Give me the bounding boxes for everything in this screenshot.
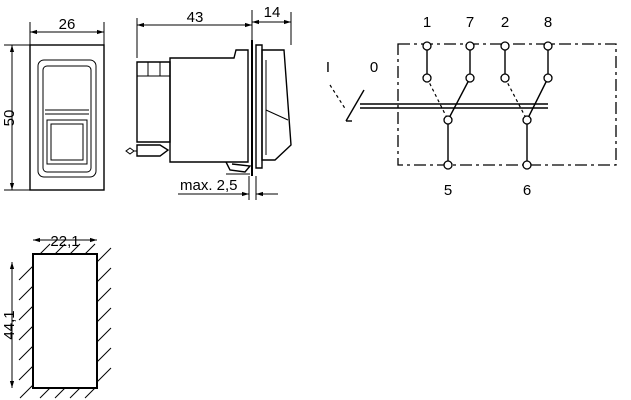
terminal-tip xyxy=(125,147,135,155)
terminal-node-8 xyxy=(543,41,553,51)
rocker-inner xyxy=(42,65,92,173)
side-rear-block xyxy=(136,61,171,143)
indicator-window xyxy=(46,119,88,165)
dimension-max-thickness: max. 2,5 xyxy=(178,176,278,200)
side-clip xyxy=(225,161,252,173)
wiring-schematic: 1 7 2 8 5 6 I 0 xyxy=(326,14,617,199)
front-housing-outline xyxy=(29,44,105,191)
dimension-side-front: 14 xyxy=(252,4,292,45)
front-width-label: 26 xyxy=(59,16,76,33)
indicator-window-inner xyxy=(50,123,84,161)
contact-node-2 xyxy=(500,73,510,83)
side-front-label: 14 xyxy=(264,4,281,21)
dimension-cutout-width: 22,1 xyxy=(33,233,97,250)
terminal-node-6 xyxy=(522,160,532,170)
contact-node-1 xyxy=(422,73,432,83)
side-depth-label: 43 xyxy=(187,9,204,26)
pivot-node-6 xyxy=(522,115,532,125)
terminal-label-7: 7 xyxy=(466,14,474,31)
actuator-lever xyxy=(345,89,365,122)
terminal-label-6: 6 xyxy=(523,182,531,199)
terminal-label-8: 8 xyxy=(544,14,552,31)
bezel-side xyxy=(255,44,263,169)
position-label-on: I xyxy=(326,59,330,76)
terminal-label-2: 2 xyxy=(501,14,509,31)
terminal-node-5 xyxy=(443,160,453,170)
side-body xyxy=(169,49,249,163)
terminal-node-7 xyxy=(465,41,475,51)
front-height-label: 50 xyxy=(1,110,18,127)
cutout-rectangle xyxy=(32,253,98,389)
dimension-front-width: 26 xyxy=(29,16,105,45)
cutout-hatching xyxy=(18,243,112,399)
side-terminal xyxy=(136,144,170,157)
position-label-off: 0 xyxy=(370,59,378,76)
contact-blade-1 xyxy=(447,77,471,121)
side-view xyxy=(125,40,292,176)
terminal-node-1 xyxy=(422,41,432,51)
rocker-outline xyxy=(37,59,97,178)
terminal-node-2 xyxy=(500,41,510,51)
contact-node-7 xyxy=(465,73,475,83)
dimension-side-depth: 43 xyxy=(136,9,253,58)
cutout-height-label: 44,1 xyxy=(1,310,18,339)
cutout-width-label: 22,1 xyxy=(50,233,79,250)
panel-cutout xyxy=(18,243,112,399)
contact-node-8 xyxy=(543,73,553,83)
terminal-label-1: 1 xyxy=(423,14,431,31)
terminal-label-5: 5 xyxy=(444,182,452,199)
pivot-node-5 xyxy=(443,115,453,125)
front-view xyxy=(29,44,105,191)
rocker-profile xyxy=(261,49,292,161)
contact-blade-2 xyxy=(526,77,549,121)
dimension-cutout-height: 44,1 xyxy=(1,262,18,388)
dimension-front-height: 50 xyxy=(1,44,30,191)
max-thickness-label: max. 2,5 xyxy=(180,177,238,194)
